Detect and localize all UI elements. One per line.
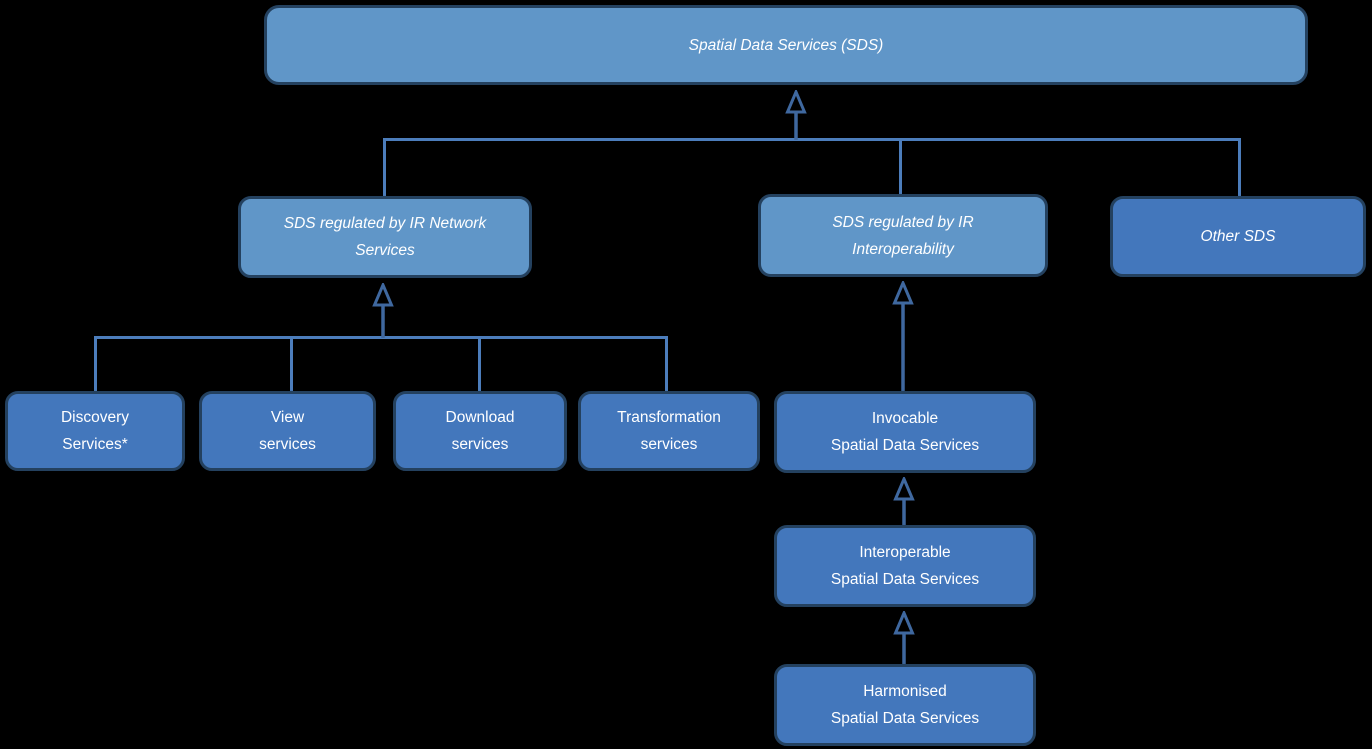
node-transformation-services: Transformation services bbox=[578, 391, 760, 471]
node-label: Invocable bbox=[871, 410, 939, 427]
node-label: Discovery bbox=[60, 409, 130, 426]
node-label: services bbox=[640, 436, 698, 453]
connector-level2-drop-transformation bbox=[665, 338, 668, 391]
node-label: Download bbox=[445, 409, 515, 426]
node-label: SDS regulated by IR Network bbox=[283, 215, 487, 232]
node-label: Interoperability bbox=[852, 240, 954, 258]
node-label: Spatial Data Services bbox=[830, 571, 980, 588]
connector-level2-drop-download bbox=[478, 338, 481, 391]
node-view-services: View services bbox=[199, 391, 376, 471]
connector-level2-drop-view bbox=[290, 338, 293, 391]
node-discovery-services: Discovery Services* bbox=[5, 391, 185, 471]
node-spatial-data-services: Spatial Data Services (SDS) bbox=[264, 5, 1308, 85]
arrow-up-to-invocable-icon bbox=[893, 477, 915, 525]
arrow-up-to-network-icon bbox=[372, 283, 394, 338]
node-label: Other SDS bbox=[1200, 228, 1276, 245]
node-other-sds: Other SDS bbox=[1110, 196, 1366, 277]
connector-level1-horizontal bbox=[383, 138, 1241, 141]
node-harmonised-spatial-data-services: Harmonised Spatial Data Services bbox=[774, 664, 1036, 746]
node-sds-regulated-ir-network-services: SDS regulated by IR Network Services bbox=[238, 196, 532, 278]
node-label: services bbox=[451, 436, 509, 453]
arrow-up-to-interoperable-icon bbox=[893, 611, 915, 664]
node-invocable-spatial-data-services: Invocable Spatial Data Services bbox=[774, 391, 1036, 473]
node-label: View bbox=[270, 409, 305, 426]
connector-level1-drop-network bbox=[383, 140, 386, 196]
node-label: Services bbox=[355, 242, 415, 259]
node-label: Spatial Data Services (SDS) bbox=[688, 36, 884, 54]
connector-level2-horizontal bbox=[94, 336, 668, 339]
node-download-services: Download services bbox=[393, 391, 567, 471]
node-label: Harmonised bbox=[863, 683, 947, 700]
connector-level1-drop-other bbox=[1238, 140, 1241, 196]
connector-level1-drop-interoperability bbox=[899, 140, 902, 194]
node-label: Transformation bbox=[617, 409, 721, 426]
node-sds-regulated-ir-interoperability: SDS regulated by IR Interoperability bbox=[758, 194, 1048, 277]
node-label: services bbox=[259, 436, 316, 453]
node-label: Services* bbox=[62, 436, 128, 453]
node-label: Interoperable bbox=[859, 544, 951, 561]
node-label: Spatial Data Services bbox=[830, 437, 980, 454]
node-label: Spatial Data Services bbox=[830, 710, 980, 727]
connector-level2-drop-discovery bbox=[94, 338, 97, 391]
arrow-up-to-root-icon bbox=[785, 90, 807, 140]
node-interoperable-spatial-data-services: Interoperable Spatial Data Services bbox=[774, 525, 1036, 607]
arrow-up-to-interoperability-icon bbox=[892, 281, 914, 391]
node-label: SDS regulated by IR bbox=[832, 213, 974, 231]
